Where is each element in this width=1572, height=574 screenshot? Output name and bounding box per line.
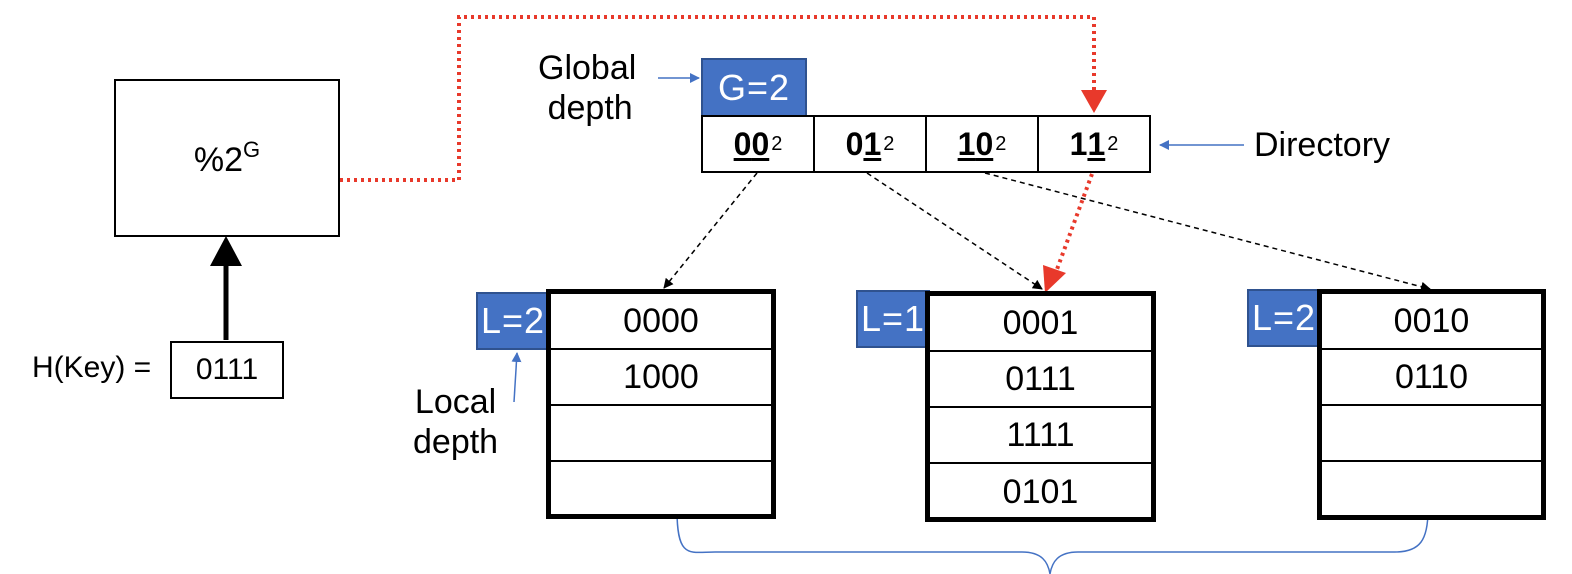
hash-function-box: %2G <box>114 79 340 237</box>
directory-entry-10-low: 0 <box>975 125 994 162</box>
directory-entry-11-low: 1 <box>1087 125 1106 162</box>
bucket2-slot: 0101 <box>1002 472 1079 511</box>
hash-key-value: 0111 <box>195 353 259 386</box>
bucket2-slot: 0111 <box>930 352 1151 408</box>
hash-key-value-box: 0111 <box>170 341 284 399</box>
bucket1-local-depth-badge: L=2 <box>476 292 550 350</box>
bucket3-slot: 0110 <box>1322 350 1541 406</box>
bucket3-local-depth-badge: L=2 <box>1247 289 1321 347</box>
hash-to-directory-path <box>340 15 1096 182</box>
local-depth-label: Local depth <box>413 382 498 462</box>
bucket3-slot <box>1322 462 1541 518</box>
bucket1-slot: 0000 <box>551 294 771 350</box>
local-depth-label-line1: Local <box>414 383 497 421</box>
directory-entry-00-high: 0 <box>733 125 752 162</box>
hash-function-label: %2G <box>193 136 261 179</box>
bucket-3: 0010 0110 <box>1317 289 1546 520</box>
bucket1-slot <box>551 406 771 462</box>
bucket2-local-depth-badge: L=1 <box>856 290 930 348</box>
bucket2-slot: 1111 <box>930 408 1151 464</box>
global-depth-label-line2: depth <box>547 89 633 128</box>
directory-entry-01-low: 1 <box>863 125 882 162</box>
bucket3-slot: 0010 <box>1322 294 1541 350</box>
directory-entry-01-high: 0 <box>845 125 864 162</box>
bucket1-slot <box>551 462 771 518</box>
pointer-01-to-bucket2 <box>866 172 1043 290</box>
global-depth-badge: G=2 <box>701 58 807 117</box>
directory-entry-00-base: 2 <box>771 132 783 155</box>
hash-to-directory-arrowhead <box>1081 90 1107 113</box>
directory-label: Directory <box>1254 126 1391 164</box>
directory-entry-10-base: 2 <box>995 132 1007 155</box>
bucket-2: 0001 0111 1111 0101 <box>925 291 1156 522</box>
pointer-10-to-bucket3 <box>984 172 1431 292</box>
directory-entry-01-base: 2 <box>883 132 895 155</box>
global-depth-label: Global depth <box>538 48 636 128</box>
pointer-11-to-bucket2 <box>1054 173 1094 273</box>
pointer-00-to-bucket1 <box>663 172 758 289</box>
bucket3-slot <box>1322 406 1541 462</box>
hash-key-label: H(Key) = <box>32 351 152 384</box>
pointer-11-arrowhead <box>1043 265 1066 293</box>
local-depth-arrow <box>511 352 522 403</box>
directory-entry-11-base: 2 <box>1107 132 1119 155</box>
hash-input-arrowhead <box>210 236 242 266</box>
directory-entry-10-high: 1 <box>957 125 976 162</box>
bucket1-slot: 1000 <box>551 350 771 406</box>
bucket2-slot: 0001 <box>930 296 1151 352</box>
directory-entry-00-low: 0 <box>751 125 770 162</box>
directory-entry-11-high: 1 <box>1069 125 1088 162</box>
bucket-1: 0000 1000 <box>546 289 776 519</box>
global-depth-label-line1: Global <box>538 49 637 87</box>
local-depth-label-line2: depth <box>413 423 499 462</box>
